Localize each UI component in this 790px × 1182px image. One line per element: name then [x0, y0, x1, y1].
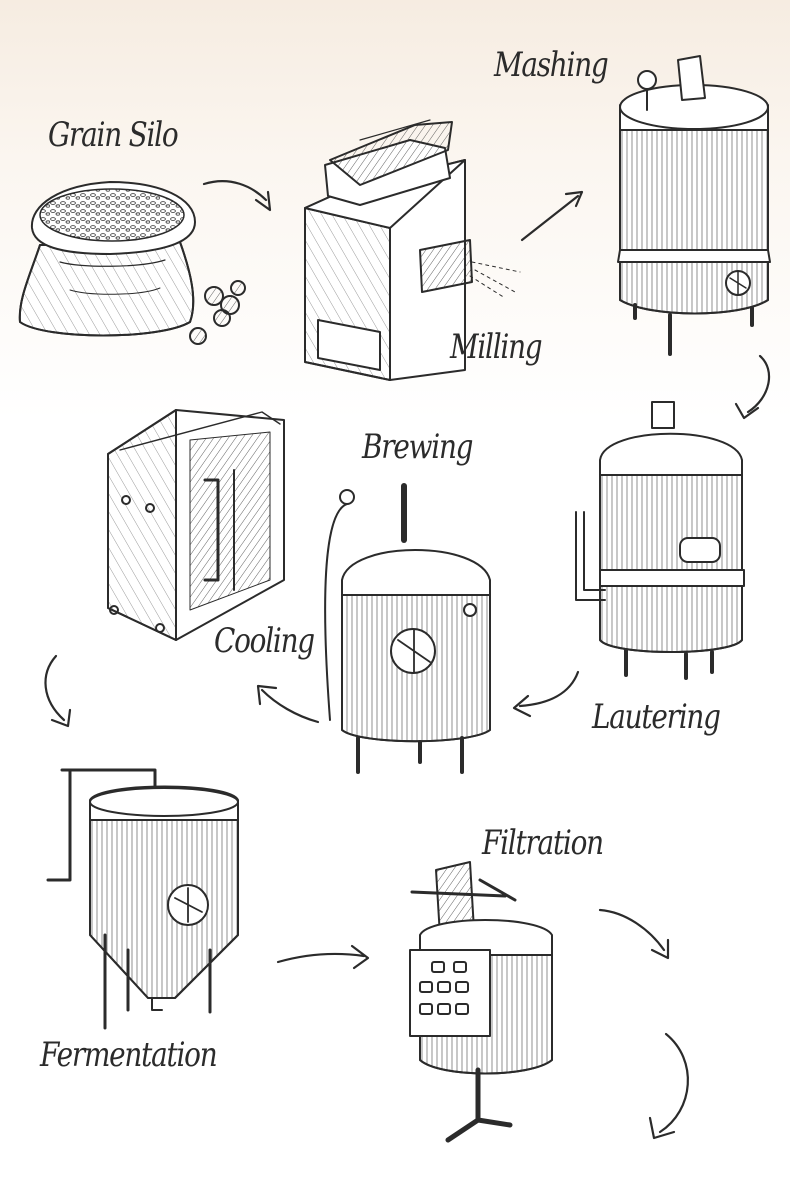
- step-label-cooling: Cooling: [214, 621, 315, 661]
- step-label-grain-silo: Grain Silo: [48, 115, 179, 155]
- fermenter-tank-icon: [46, 768, 239, 1030]
- step-label-filtration: Filtration: [482, 823, 604, 863]
- flow-arrow-lauter-to-brew: [512, 670, 580, 718]
- step-label-brewing: Brewing: [362, 427, 474, 467]
- flow-arrow-grain-to-mill: [202, 180, 272, 212]
- flow-arrow-mash-to-lauter: [734, 354, 770, 420]
- flow-arrow-brew-to-cool: [256, 684, 320, 724]
- flow-arrow-cool-to-ferment: [44, 654, 72, 728]
- step-label-lautering: Lautering: [592, 697, 721, 737]
- flow-arrow-ferment-to-filter: [276, 944, 370, 970]
- step-label-milling: Milling: [450, 327, 543, 367]
- step-label-mashing: Mashing: [494, 45, 609, 85]
- step-label-fermentation: Fermentation: [40, 1035, 218, 1075]
- lauter-tun-icon: [575, 401, 745, 680]
- grain-sack-icon: [18, 181, 246, 345]
- brew-kettle-icon: [324, 483, 491, 774]
- plate-cooler-icon: [107, 409, 285, 641]
- mash-tun-icon: [617, 55, 771, 356]
- flow-arrow-filter-out: [648, 1032, 689, 1140]
- flow-arrow-mill-to-mash: [520, 190, 584, 242]
- mill-machine-icon: [304, 119, 521, 381]
- flow-arrow-filter-right: [598, 908, 670, 960]
- filter-unit-icon: [409, 861, 553, 1143]
